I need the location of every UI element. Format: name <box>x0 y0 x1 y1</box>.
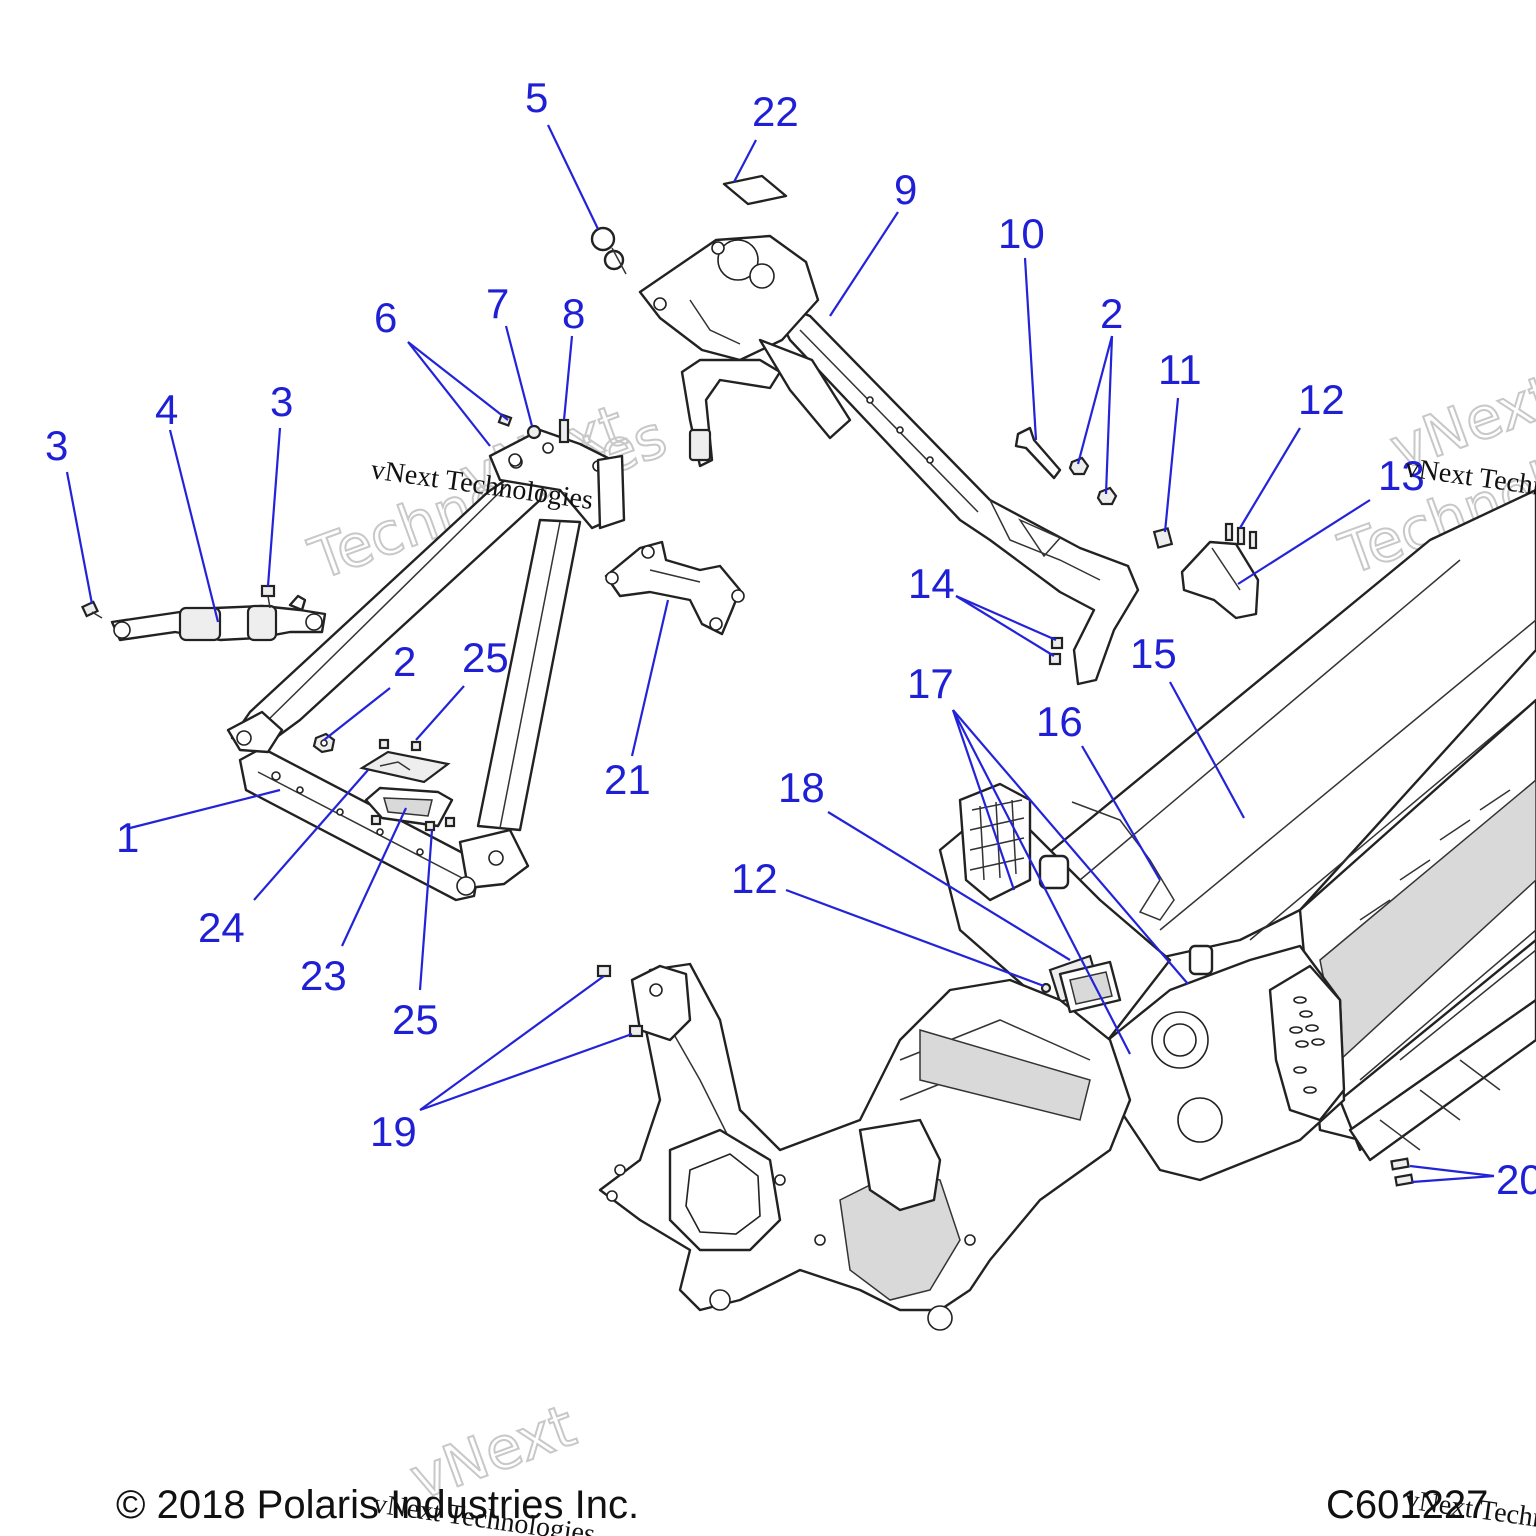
callout-20: 20 <box>1496 1156 1536 1203</box>
callout-12-upper: 12 <box>1298 376 1345 423</box>
part-1-front-support-frame <box>226 428 626 902</box>
callout-2-left: 2 <box>393 638 416 685</box>
callout-22: 22 <box>752 88 799 135</box>
part-25-fasteners <box>370 738 456 832</box>
part-3-bolt-right <box>260 584 276 609</box>
leader-lines <box>65 124 1495 1184</box>
part-5-clamp <box>590 226 627 275</box>
part-24-plate <box>359 750 451 784</box>
callout-4: 4 <box>155 386 178 433</box>
part-3-bolt-left <box>80 600 103 619</box>
callout-17: 17 <box>907 660 954 707</box>
callout-10: 10 <box>998 210 1045 257</box>
part-20-fasteners <box>1390 1157 1414 1187</box>
callout-25-upper: 25 <box>462 634 509 681</box>
part-22-decal <box>722 174 788 206</box>
copyright-text: © 2018 Polaris Industries Inc. <box>116 1483 639 1527</box>
callout-12-lower: 12 <box>731 855 778 902</box>
callout-23: 23 <box>300 952 347 999</box>
footer: © 2018 Polaris Industries Inc. C601227 <box>116 1483 1488 1527</box>
callout-14: 14 <box>908 560 955 607</box>
part-13-guard <box>1180 540 1260 620</box>
callout-11: 11 <box>1158 346 1202 393</box>
part-11-clip <box>1152 527 1174 549</box>
part-7-washer <box>526 424 542 440</box>
callout-3-left: 3 <box>45 422 68 469</box>
callout-7: 7 <box>486 280 509 327</box>
part-21-mount-bracket <box>604 540 745 636</box>
callout-1: 1 <box>116 814 139 861</box>
main-chassis <box>598 488 1536 1331</box>
part-2-nut-right-1 <box>1068 456 1090 476</box>
callout-labels: 1 2 2 3 3 4 5 6 7 8 9 10 11 12 12 13 14 … <box>45 74 1536 1203</box>
callout-19: 19 <box>370 1108 417 1155</box>
callout-16: 16 <box>1036 698 1083 745</box>
part-6-bolts <box>497 413 522 467</box>
callout-3-right: 3 <box>270 378 293 425</box>
part-8-stud <box>558 418 570 444</box>
callout-13: 13 <box>1378 452 1425 499</box>
part-4-tie-rod <box>110 594 327 642</box>
callout-5: 5 <box>525 74 548 121</box>
part-23-bracket <box>364 786 454 828</box>
part-2-nut-right-2 <box>1096 486 1118 506</box>
callout-9: 9 <box>894 166 917 213</box>
part-18-latch <box>1058 960 1122 1014</box>
callout-18: 18 <box>778 764 825 811</box>
callout-24: 24 <box>198 904 245 951</box>
part-2-nut-left <box>312 732 336 754</box>
callout-25-lower: 25 <box>392 996 439 1043</box>
callout-8: 8 <box>562 290 585 337</box>
part-9-steering-post <box>638 234 1140 686</box>
part-14-fasteners <box>1048 636 1064 666</box>
callout-21: 21 <box>604 756 651 803</box>
callout-15: 15 <box>1130 630 1177 677</box>
callout-6: 6 <box>374 294 397 341</box>
part-10-bolt <box>1014 426 1062 480</box>
figure-code: C601227 <box>1326 1483 1488 1527</box>
callout-2-right: 2 <box>1100 290 1123 337</box>
